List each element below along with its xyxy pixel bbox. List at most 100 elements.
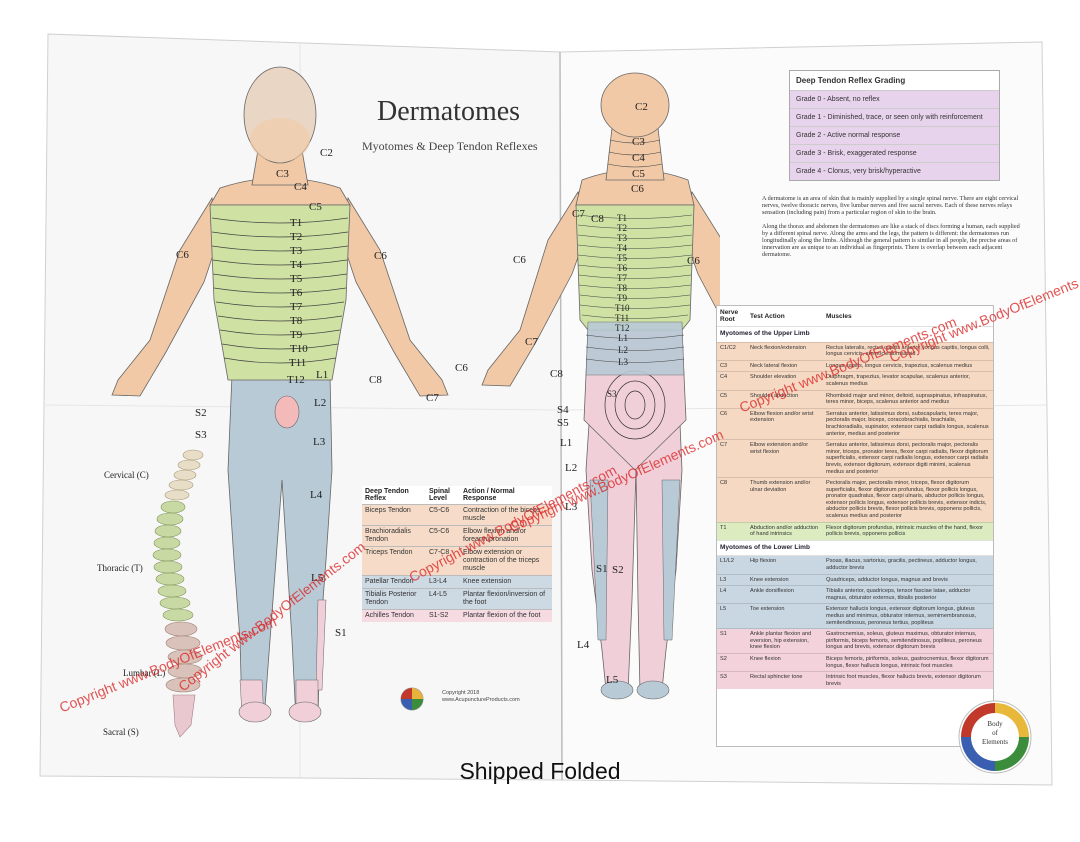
front-label-t8: T8 (290, 315, 303, 327)
back-label-l5: L5 (606, 674, 619, 686)
back-label-c8: C8 (591, 213, 604, 225)
grading-box: Deep Tendon Reflex Grading Grade 0 - Abs… (789, 70, 1000, 181)
back-label-c6: C6 (631, 183, 644, 195)
dermatome-description: A dermatome is an area of skin that is m… (762, 195, 1024, 259)
logo-line: Body (987, 720, 1003, 728)
root-cell: C4 (717, 371, 747, 391)
muscles-cell: Diaphragm, trapezius, levator scapulae, … (823, 371, 993, 391)
root-cell: L5 (717, 603, 747, 629)
action-cell: Shoulder elevation (747, 371, 823, 391)
front-body-diagram (111, 66, 449, 723)
front-label-s3: S3 (195, 429, 207, 441)
back-label-t6: T6 (617, 263, 627, 273)
spine-illustration (152, 449, 204, 738)
muscles-cell: Extensor hallucis longus, extensor digit… (823, 603, 993, 629)
action-cell: Shoulder abduction (747, 389, 823, 409)
front-label-t7: T7 (290, 301, 303, 313)
grading-item: Grade 4 - Clonus, very brisk/hyperactive (790, 162, 999, 180)
action-cell: Plantar flexion of the foot (460, 609, 552, 622)
muscles-cell: Rhomboid major and minor, deltoid, supra… (823, 389, 993, 409)
back-label-s2: S2 (612, 564, 624, 576)
front-label-c3: C3 (276, 168, 289, 180)
action-cell: Knee extension (460, 575, 552, 589)
action-cell: Abduction and/or adduction of hand intri… (747, 521, 823, 541)
back-label-t1: T1 (617, 213, 627, 223)
back-label-l1-inner: L1 (618, 333, 628, 343)
front-label-l2: L2 (314, 397, 327, 409)
poster-subtitle: Myotomes & Deep Tendon Reflexes (362, 139, 538, 153)
back-label-c6-left: C6 (513, 254, 526, 266)
reflex-cell: Triceps Tendon (362, 546, 426, 576)
spine-label-thoracic: Thoracic (T) (97, 563, 143, 573)
front-label-l4: L4 (310, 489, 323, 501)
muscles-cell: Rectus lateralis, rectus capitis anterio… (823, 341, 993, 361)
table-row: Triceps Tendon C7-C8 Elbow extension or … (362, 546, 552, 576)
front-label-c5: C5 (309, 201, 322, 213)
root-cell: S1 (717, 628, 747, 654)
action-cell: Elbow extension or contraction of the tr… (460, 546, 552, 576)
reflex-header-action: Action / Normal Response (463, 488, 515, 502)
muscles-cell: Intrinsic foot muscles, flexor hallucis … (823, 671, 993, 690)
front-label-c7: C7 (426, 392, 439, 404)
back-label-t4: T4 (617, 243, 627, 253)
back-label-t5: T5 (617, 253, 627, 263)
reflex-cell: Brachioradialis Tendon (362, 525, 426, 547)
level-cell: C7-C8 (426, 546, 460, 576)
front-label-c8: C8 (369, 374, 382, 386)
action-cell: Knee flexion (747, 652, 823, 672)
table-row: Patellar Tendon L3-L4 Knee extension (362, 575, 552, 589)
back-label-s4: S4 (557, 404, 569, 416)
reflex-header-reflex: Deep Tendon Reflex (365, 488, 409, 502)
back-label-l2-inner: L2 (618, 345, 628, 355)
front-label-t9: T9 (290, 329, 303, 341)
back-label-t9: T9 (617, 293, 627, 303)
action-cell: Plantar flexion/inversion of the foot (460, 588, 552, 610)
action-cell: Elbow flexion and/or wrist extension (747, 407, 823, 440)
back-label-l3: L3 (565, 501, 578, 513)
copyright-site: www.AcupunctureProducts.com (442, 697, 520, 703)
body-of-elements-logo-icon (958, 700, 1032, 774)
front-label-l5: L5 (311, 572, 324, 584)
grading-title: Deep Tendon Reflex Grading (790, 71, 999, 90)
muscles-cell: Psoas, iliacus, sartorius, gracilis, pec… (823, 555, 993, 575)
back-label-s1: S1 (596, 563, 608, 575)
table-row: Tibialis Posterior Tendon L4-L5 Plantar … (362, 588, 552, 610)
muscles-cell: Biceps femoris, piriformis, soleus, gast… (823, 652, 993, 672)
back-label-c7: C7 (572, 208, 585, 220)
lower-limb-title: Myotomes of the Lower Limb (717, 539, 993, 556)
reflex-cell: Biceps Tendon (362, 504, 426, 526)
description-paragraph: Along the thorax and abdomen the dermato… (762, 222, 1020, 259)
root-cell: L1/L2 (717, 555, 747, 575)
action-cell: Neck flexion/extension (747, 341, 823, 361)
action-cell: Ankle plantar flexion and eversion, hip … (747, 628, 823, 654)
back-label-c4: C4 (632, 152, 645, 164)
spine-label-sacral: Sacral (S) (103, 727, 139, 737)
front-label-c6-left: C6 (176, 249, 189, 261)
reflex-cell: Achilles Tendon (362, 609, 426, 622)
back-label-c2: C2 (635, 101, 648, 113)
front-label-t6: T6 (290, 287, 303, 299)
back-label-t2: T2 (617, 223, 627, 233)
root-cell: C7 (717, 439, 747, 478)
action-cell: Thumb extension and/or ulnar deviation (747, 477, 823, 523)
level-cell: L3-L4 (426, 575, 460, 589)
muscles-cell: Pectoralis major, pectoralis minor, tric… (823, 477, 993, 523)
muscles-cell: Longus capitis, longus cervicis, trapezi… (823, 359, 993, 372)
front-label-t5: T5 (290, 273, 303, 285)
grading-item: Grade 0 - Absent, no reflex (790, 90, 999, 108)
shipped-folded-caption: Shipped Folded (459, 758, 621, 784)
copyright-text: Copyright 2018 www.AcupunctureProducts.c… (442, 690, 520, 704)
level-cell: C5-C6 (426, 525, 460, 547)
muscles-cell: Tibialis anterior, quadriceps, tensor fa… (823, 585, 993, 604)
spine-label-cervical: Cervical (C) (104, 470, 149, 480)
logo-line: of (992, 729, 998, 737)
back-label-t11: T11 (615, 313, 630, 323)
